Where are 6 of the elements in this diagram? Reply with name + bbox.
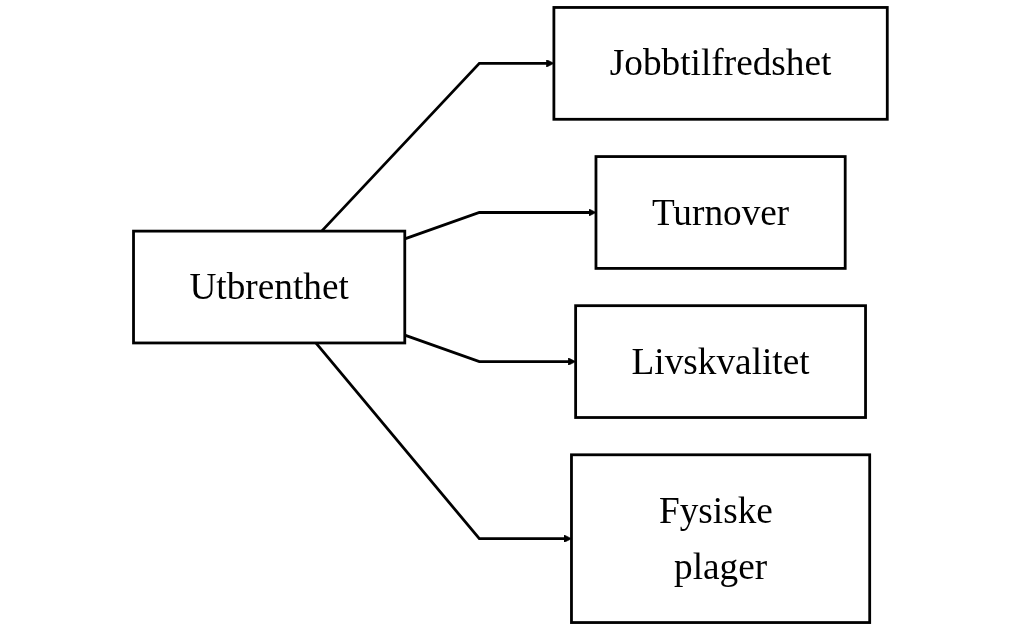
arrow (314, 342, 572, 543)
node-box: Fysiske plager (569, 453, 871, 624)
node-box: Utbrenthet (131, 229, 406, 345)
node-box: Livskvalitet (573, 304, 867, 419)
node-box: Turnover (594, 155, 847, 270)
node-box: Jobbtilfredshet (552, 6, 889, 121)
